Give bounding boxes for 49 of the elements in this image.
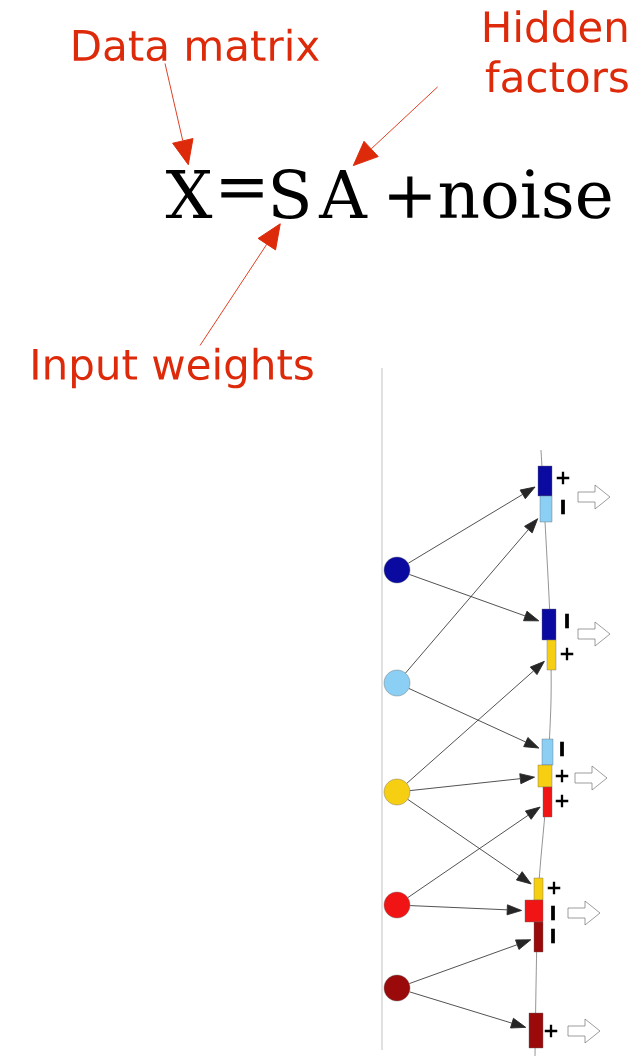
gene-bar <box>539 495 553 523</box>
leader-arrow <box>352 86 439 167</box>
gene-bar <box>542 786 553 818</box>
annotation-text: Data matrix <box>73 28 319 62</box>
annotation-text: Hidden factors <box>484 10 628 93</box>
arrow <box>407 799 532 885</box>
arrow <box>409 773 535 791</box>
sign-label: + <box>555 769 569 783</box>
sign-label: + <box>560 647 574 661</box>
annotation-text: Input weights <box>33 347 313 389</box>
gene-bar <box>537 764 553 788</box>
gene-bar <box>537 465 553 497</box>
gene-bar <box>528 1012 544 1049</box>
gene-bar <box>533 921 544 953</box>
sign-label: I <box>565 613 569 629</box>
arrow <box>409 904 522 916</box>
factor-circle <box>383 778 411 806</box>
formula-symbol: A <box>318 169 368 219</box>
sign-label: + <box>556 471 570 485</box>
arrow <box>407 486 536 564</box>
sign-label: I <box>551 928 555 944</box>
gene-bar <box>541 738 554 766</box>
leader-arrow <box>164 63 194 166</box>
leader-arrow <box>199 223 281 346</box>
gene-bar <box>533 877 544 901</box>
sign-label: I <box>560 741 564 757</box>
arrow <box>407 806 541 898</box>
gene-bar <box>546 639 557 671</box>
arrow <box>409 939 532 984</box>
sign-label: + <box>547 881 561 895</box>
formula-symbol: S <box>272 169 308 219</box>
arrow <box>406 660 545 784</box>
arrow <box>408 688 540 749</box>
formula-term: +noise <box>389 169 611 219</box>
factor-circle <box>383 891 411 919</box>
sign-label: + <box>544 1024 558 1038</box>
sign-label: I <box>561 499 565 515</box>
arrow <box>409 991 527 1029</box>
factor-circle <box>383 556 411 584</box>
formula-symbol: X <box>165 169 213 219</box>
sign-label: I <box>551 905 555 921</box>
arrow <box>409 574 540 622</box>
gene-bar <box>541 608 557 641</box>
factor-circle <box>383 669 411 697</box>
arrow <box>405 518 539 674</box>
formula-symbol: = <box>221 179 263 198</box>
factor-circle <box>383 974 411 1002</box>
sign-label: + <box>555 794 569 808</box>
gene-bar <box>524 899 544 923</box>
